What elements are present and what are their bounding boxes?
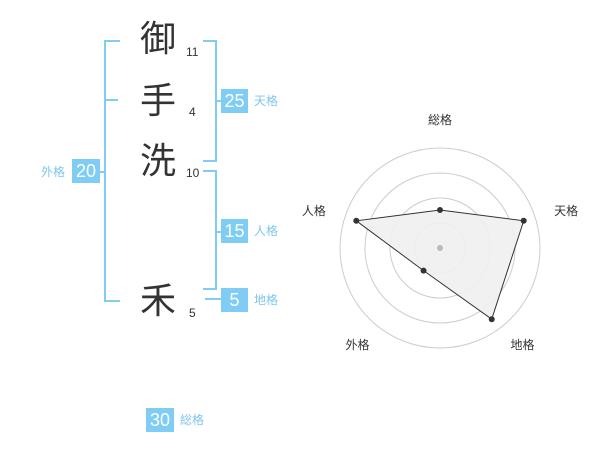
chi-label: 地格	[254, 293, 279, 307]
gai-value-box: 20	[72, 159, 100, 183]
ten-value-box: 25	[221, 89, 248, 113]
gai-label: 外格	[41, 165, 66, 179]
ten-label: 天格	[254, 94, 279, 108]
sokaku-value-box: 30	[146, 408, 174, 432]
jin-value-box: 15	[221, 219, 248, 243]
stroke-count-4: 5	[189, 306, 196, 320]
stroke-count-2: 4	[189, 105, 196, 119]
radar-point-1	[437, 207, 443, 213]
radar-axis-label-1: 総格	[428, 112, 452, 127]
radar-axis-label-2: 天格	[554, 203, 578, 218]
ten-bracket	[203, 40, 217, 162]
radar-point-5	[353, 217, 360, 224]
radar-axis-label-5: 人格	[302, 203, 326, 218]
chi-bracket-stem	[205, 298, 221, 300]
stroke-count-3: 10	[186, 166, 200, 180]
radar-point-4	[420, 267, 427, 274]
name-char-1: 御	[140, 19, 177, 60]
radar-ring	[339, 147, 541, 349]
sokaku-label: 総格	[180, 413, 205, 427]
name-char-3: 洗	[140, 141, 177, 182]
jin-bracket	[203, 170, 217, 290]
outer-bracket	[104, 40, 120, 302]
outer-bracket-mid-tick	[104, 99, 118, 101]
stroke-count-1: 11	[186, 45, 199, 59]
radar-center-dot	[437, 245, 443, 251]
outer-bracket-stem	[100, 171, 104, 173]
chi-value-box: 5	[221, 288, 248, 312]
name-char-2: 手	[140, 81, 177, 122]
jin-label: 人格	[254, 224, 279, 238]
radar-series-polygon	[355, 209, 525, 320]
name-char-4: 禾	[140, 281, 177, 322]
jin-bracket-stem	[217, 231, 221, 233]
radar-axis-label-4: 外格	[345, 337, 369, 352]
radar-point-3	[488, 316, 495, 323]
radar-point-2	[520, 217, 527, 224]
ten-bracket-stem	[217, 100, 221, 102]
radar-axis-label-3: 地格	[511, 337, 535, 352]
